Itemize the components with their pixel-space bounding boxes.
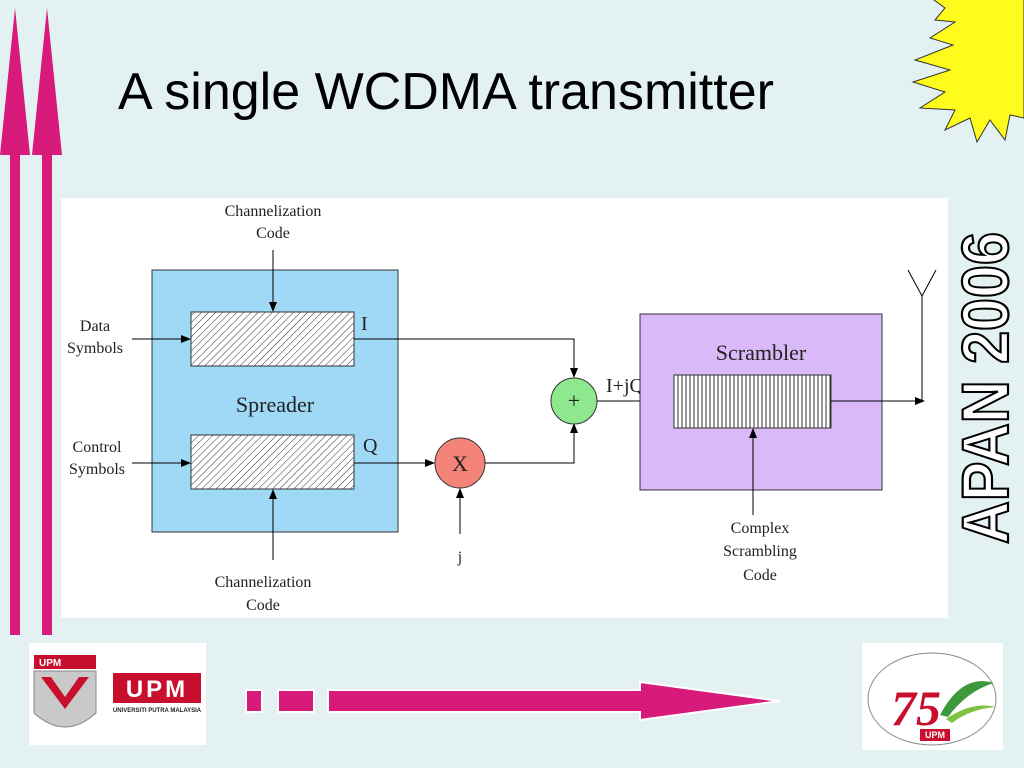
spreader-q-code-box [190,434,355,490]
j-label: j [457,549,462,566]
scrambling-code-label-line3: Code [743,567,777,584]
upm-name: UPM [126,676,188,703]
q-branch-label: Q [363,435,378,457]
i-path-arrow [354,338,578,378]
upm-small-tag: UPM [39,658,61,669]
spreader-i-code-box [190,311,355,367]
decorative-up-arrows [0,8,62,635]
up-arrow-right [32,8,62,635]
sun-burst-icon [911,0,1024,144]
upm-tag-bar [34,655,96,669]
top-channelization-label-line1: Channelization [225,203,322,220]
anniversary-ring [867,652,997,746]
multiplier-symbol: X [452,451,468,476]
palm-leaf-icon [940,681,994,717]
upm-name-bar [113,673,201,703]
apan-banner-text: APAN 2006 [948,232,1022,544]
control-symbols-label-line1: Control [73,439,122,456]
anniversary-logo: 75 UPM [862,643,1003,750]
scrambler-label: Scrambler [716,340,807,365]
wcdma-transmitter-diagram: Spreader Channelization Code Channelizat… [67,203,937,614]
anniversary-logo-graphic: 75 UPM [867,652,997,746]
adder-symbol: + [568,388,580,413]
scrambling-code-label-line1: Complex [731,520,790,537]
multiplier-to-adder-arrow [485,423,578,464]
scrambling-code-label-line2: Scrambling [723,543,797,560]
scrambler-code-box [673,374,832,429]
combined-signal-label: I+jQ [606,375,644,397]
i-branch-label: I [361,313,368,335]
arrow-body [327,680,781,722]
anniversary-badge-bar [920,729,950,741]
upm-emblem-icon [41,677,89,709]
antenna-icon [907,269,937,401]
data-symbols-label-line2: Symbols [67,340,123,357]
arrow-dash-1 [245,689,263,713]
slide-title: A single WCDMA transmitter [118,63,774,121]
upm-logo: UPM UPM UNIVERSITI PUTRA MALAYSIA [29,643,206,745]
up-arrow-left [0,8,30,635]
anniversary-number: 75 [891,680,941,736]
control-symbols-label-line2: Symbols [69,461,125,478]
bottom-channelization-label-line2: Code [246,597,280,614]
spreader-label: Spreader [236,392,315,417]
arrow-dash-2 [277,689,315,713]
top-channelization-label-line2: Code [256,225,290,242]
data-symbols-label-line1: Data [80,318,110,335]
palm-leaf-icon-2 [946,705,996,723]
apan-banner: APAN 2006 [948,232,1023,544]
upm-subtitle: UNIVERSITI PUTRA MALAYSIA [113,708,202,714]
bottom-right-arrow [245,680,781,722]
bottom-channelization-label-line1: Channelization [215,574,312,591]
anniversary-badge: UPM [925,730,945,740]
upm-logo-graphic: UPM UPM UNIVERSITI PUTRA MALAYSIA [33,655,202,728]
